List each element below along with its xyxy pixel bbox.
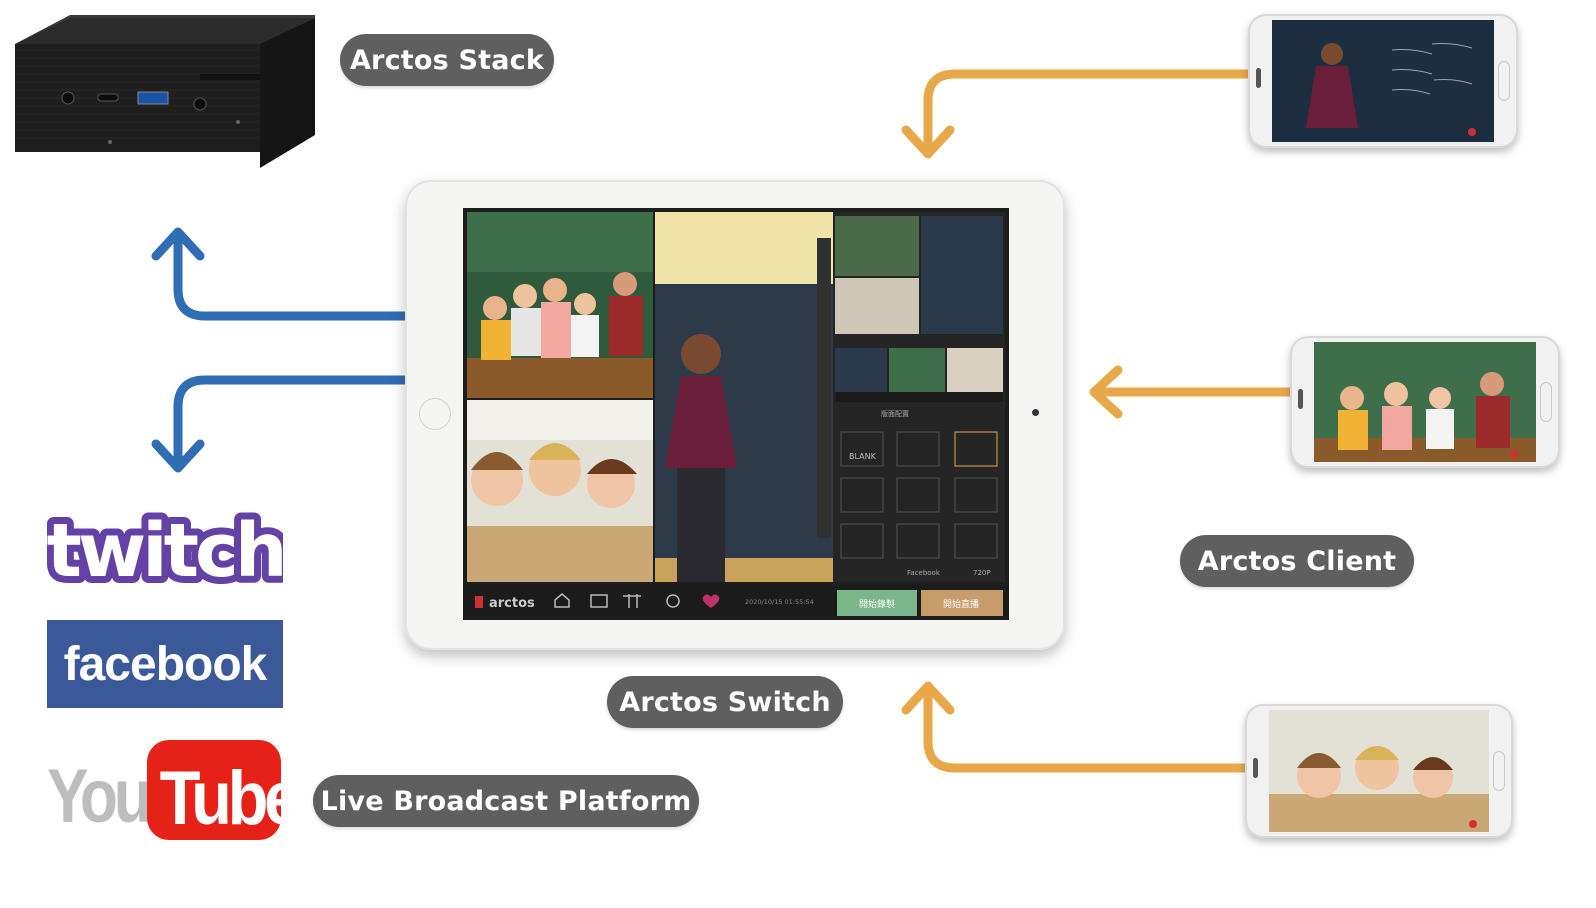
- twitch-logo-outline: twitch: [47, 508, 283, 594]
- layout-title: 版面配置: [881, 409, 909, 418]
- stream-target-label: Facebook: [907, 569, 941, 577]
- arrow-to-stack: [173, 231, 410, 321]
- arctos-switch-app-screen: BLANK 版面配置 Facebook 720P arctos 2020/10/…: [463, 208, 1009, 620]
- youtube-logo-tube: Tube: [160, 756, 283, 841]
- app-brand: arctos: [489, 596, 535, 611]
- ipad-home-button: [419, 398, 451, 430]
- arrow-to-platforms: [173, 375, 410, 469]
- phone-home-button: [1540, 382, 1552, 422]
- settings-icon: [666, 594, 680, 608]
- heart-icon: [702, 594, 720, 608]
- phone-home-button: [1498, 61, 1510, 101]
- label-arctos-stack: Arctos Stack: [340, 34, 554, 86]
- client-phone-classroom: [1290, 336, 1560, 468]
- minipc-device-icon: [15, 15, 315, 168]
- phone-speaker: [1298, 388, 1303, 409]
- label-arctos-switch: Arctos Switch: [607, 676, 843, 728]
- client-phone-kids: [1245, 704, 1513, 838]
- home-icon: [554, 593, 570, 608]
- twitch-logo: twitch twitch: [47, 508, 283, 594]
- live-button-label: 開始直播: [943, 598, 979, 610]
- phone-video-kids: [1269, 710, 1489, 832]
- twitch-logo-text: twitch: [47, 508, 283, 594]
- layout-icon: [590, 594, 608, 608]
- crop-icon: [623, 594, 641, 608]
- facebook-logo: facebook: [47, 620, 283, 708]
- label-live-broadcast-platform: Live Broadcast Platform: [313, 775, 699, 827]
- arrow-from-client-bottom: [923, 685, 1250, 773]
- label-arctos-client: Arctos Client: [1180, 535, 1414, 587]
- arrow-from-client-top: [923, 69, 1255, 155]
- client-phone-teacher: [1248, 14, 1518, 148]
- layout-blank-label: BLANK: [849, 452, 877, 461]
- record-button-label: 開始錄製: [859, 598, 895, 610]
- record-button[interactable]: [837, 590, 917, 616]
- ipad-device: BLANK 版面配置 Facebook 720P arctos 2020/10/…: [405, 180, 1065, 650]
- facebook-logo-text: facebook: [63, 637, 268, 691]
- resolution-label: 720P: [973, 569, 991, 577]
- phone-speaker: [1256, 67, 1261, 88]
- live-button[interactable]: [921, 590, 1003, 616]
- youtube-logo: You Tube: [47, 740, 283, 841]
- phone-video-classroom: [1314, 342, 1536, 462]
- phone-home-button: [1493, 751, 1505, 791]
- switch-app-ui: BLANK 版面配置 Facebook 720P arctos 2020/10/…: [463, 212, 1009, 620]
- ipad-camera: [1032, 409, 1039, 416]
- youtube-logo-you: You: [47, 753, 148, 838]
- phone-video-teacher: [1272, 20, 1494, 142]
- app-timestamp: 2020/10/15 01:55:54: [745, 598, 814, 606]
- phone-speaker: [1253, 757, 1258, 778]
